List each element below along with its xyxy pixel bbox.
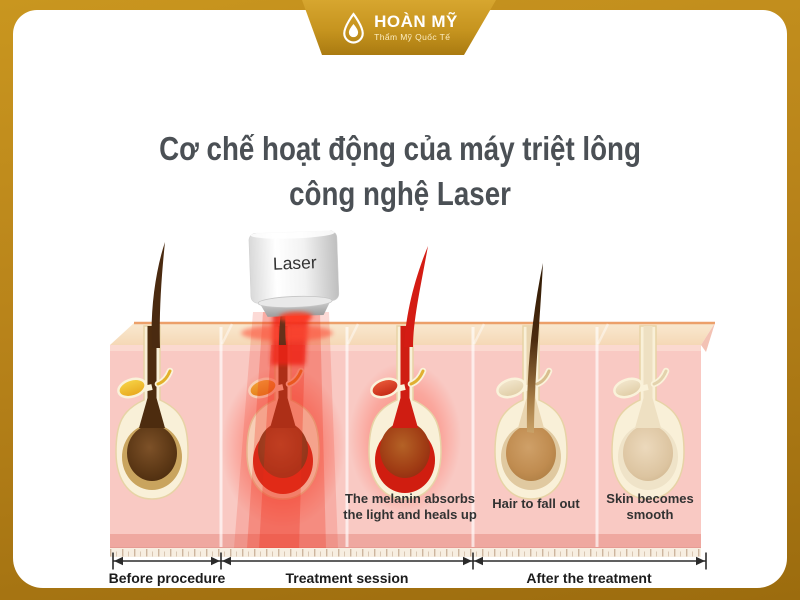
brand-name: HOÀN MỸ xyxy=(374,12,458,32)
timeline-label-treatment: Treatment session xyxy=(286,570,409,586)
timeline-label-before: Before procedure xyxy=(109,570,226,586)
annotation-smooth-line1: Skin becomes xyxy=(606,491,693,506)
device-label: Laser xyxy=(273,252,318,274)
sebaceous-gland xyxy=(117,377,147,399)
device-tip-glow xyxy=(278,311,313,322)
skin-right-face xyxy=(701,323,715,352)
panel-dividers xyxy=(219,327,599,547)
title-line-1: Cơ chế hoạt động của máy triệt lông xyxy=(159,130,641,167)
title-line-2: công nghệ Laser xyxy=(289,175,511,212)
annotation-melanin-line2: the light and heals up xyxy=(343,507,477,522)
follicle-5-empty xyxy=(611,325,685,500)
sebaceous-gland xyxy=(613,377,643,399)
annotation-fall-out: Hair to fall out xyxy=(492,496,580,511)
annotation-smooth-line2: smooth xyxy=(627,507,674,522)
annotation-melanin-line1: The melanin absorbs xyxy=(345,491,475,506)
water-drop-icon xyxy=(343,11,364,44)
sebaceous-gland xyxy=(248,377,278,399)
timeline-label-after: After the treatment xyxy=(526,570,652,586)
follicle-1-healthy xyxy=(115,325,189,500)
timeline-arrowheads xyxy=(114,556,705,566)
sebaceous-gland xyxy=(370,377,400,399)
brand-banner: HOÀN MỸ Thẩm Mỹ Quốc Tế xyxy=(302,0,496,55)
stage-annotations: The melanin absorbs the light and heals … xyxy=(343,491,694,522)
follicle-3-heated xyxy=(368,325,442,500)
lower-dermis-band xyxy=(110,534,701,548)
beam-surface-glow xyxy=(241,325,333,341)
hair-4-detached xyxy=(526,263,543,433)
hair-1 xyxy=(151,242,165,348)
laser-beam xyxy=(234,306,338,548)
ruler-strip xyxy=(110,548,701,557)
laser-device: Laser xyxy=(248,229,340,322)
timeline: Before procedure Treatment session After… xyxy=(109,552,707,586)
page-title: Cơ chế hoạt động của máy triệt lông công… xyxy=(64,126,736,216)
hair-3-heated xyxy=(404,246,428,347)
sebaceous-gland xyxy=(496,377,526,399)
brand-tagline: Thẩm Mỹ Quốc Tế xyxy=(374,32,451,43)
